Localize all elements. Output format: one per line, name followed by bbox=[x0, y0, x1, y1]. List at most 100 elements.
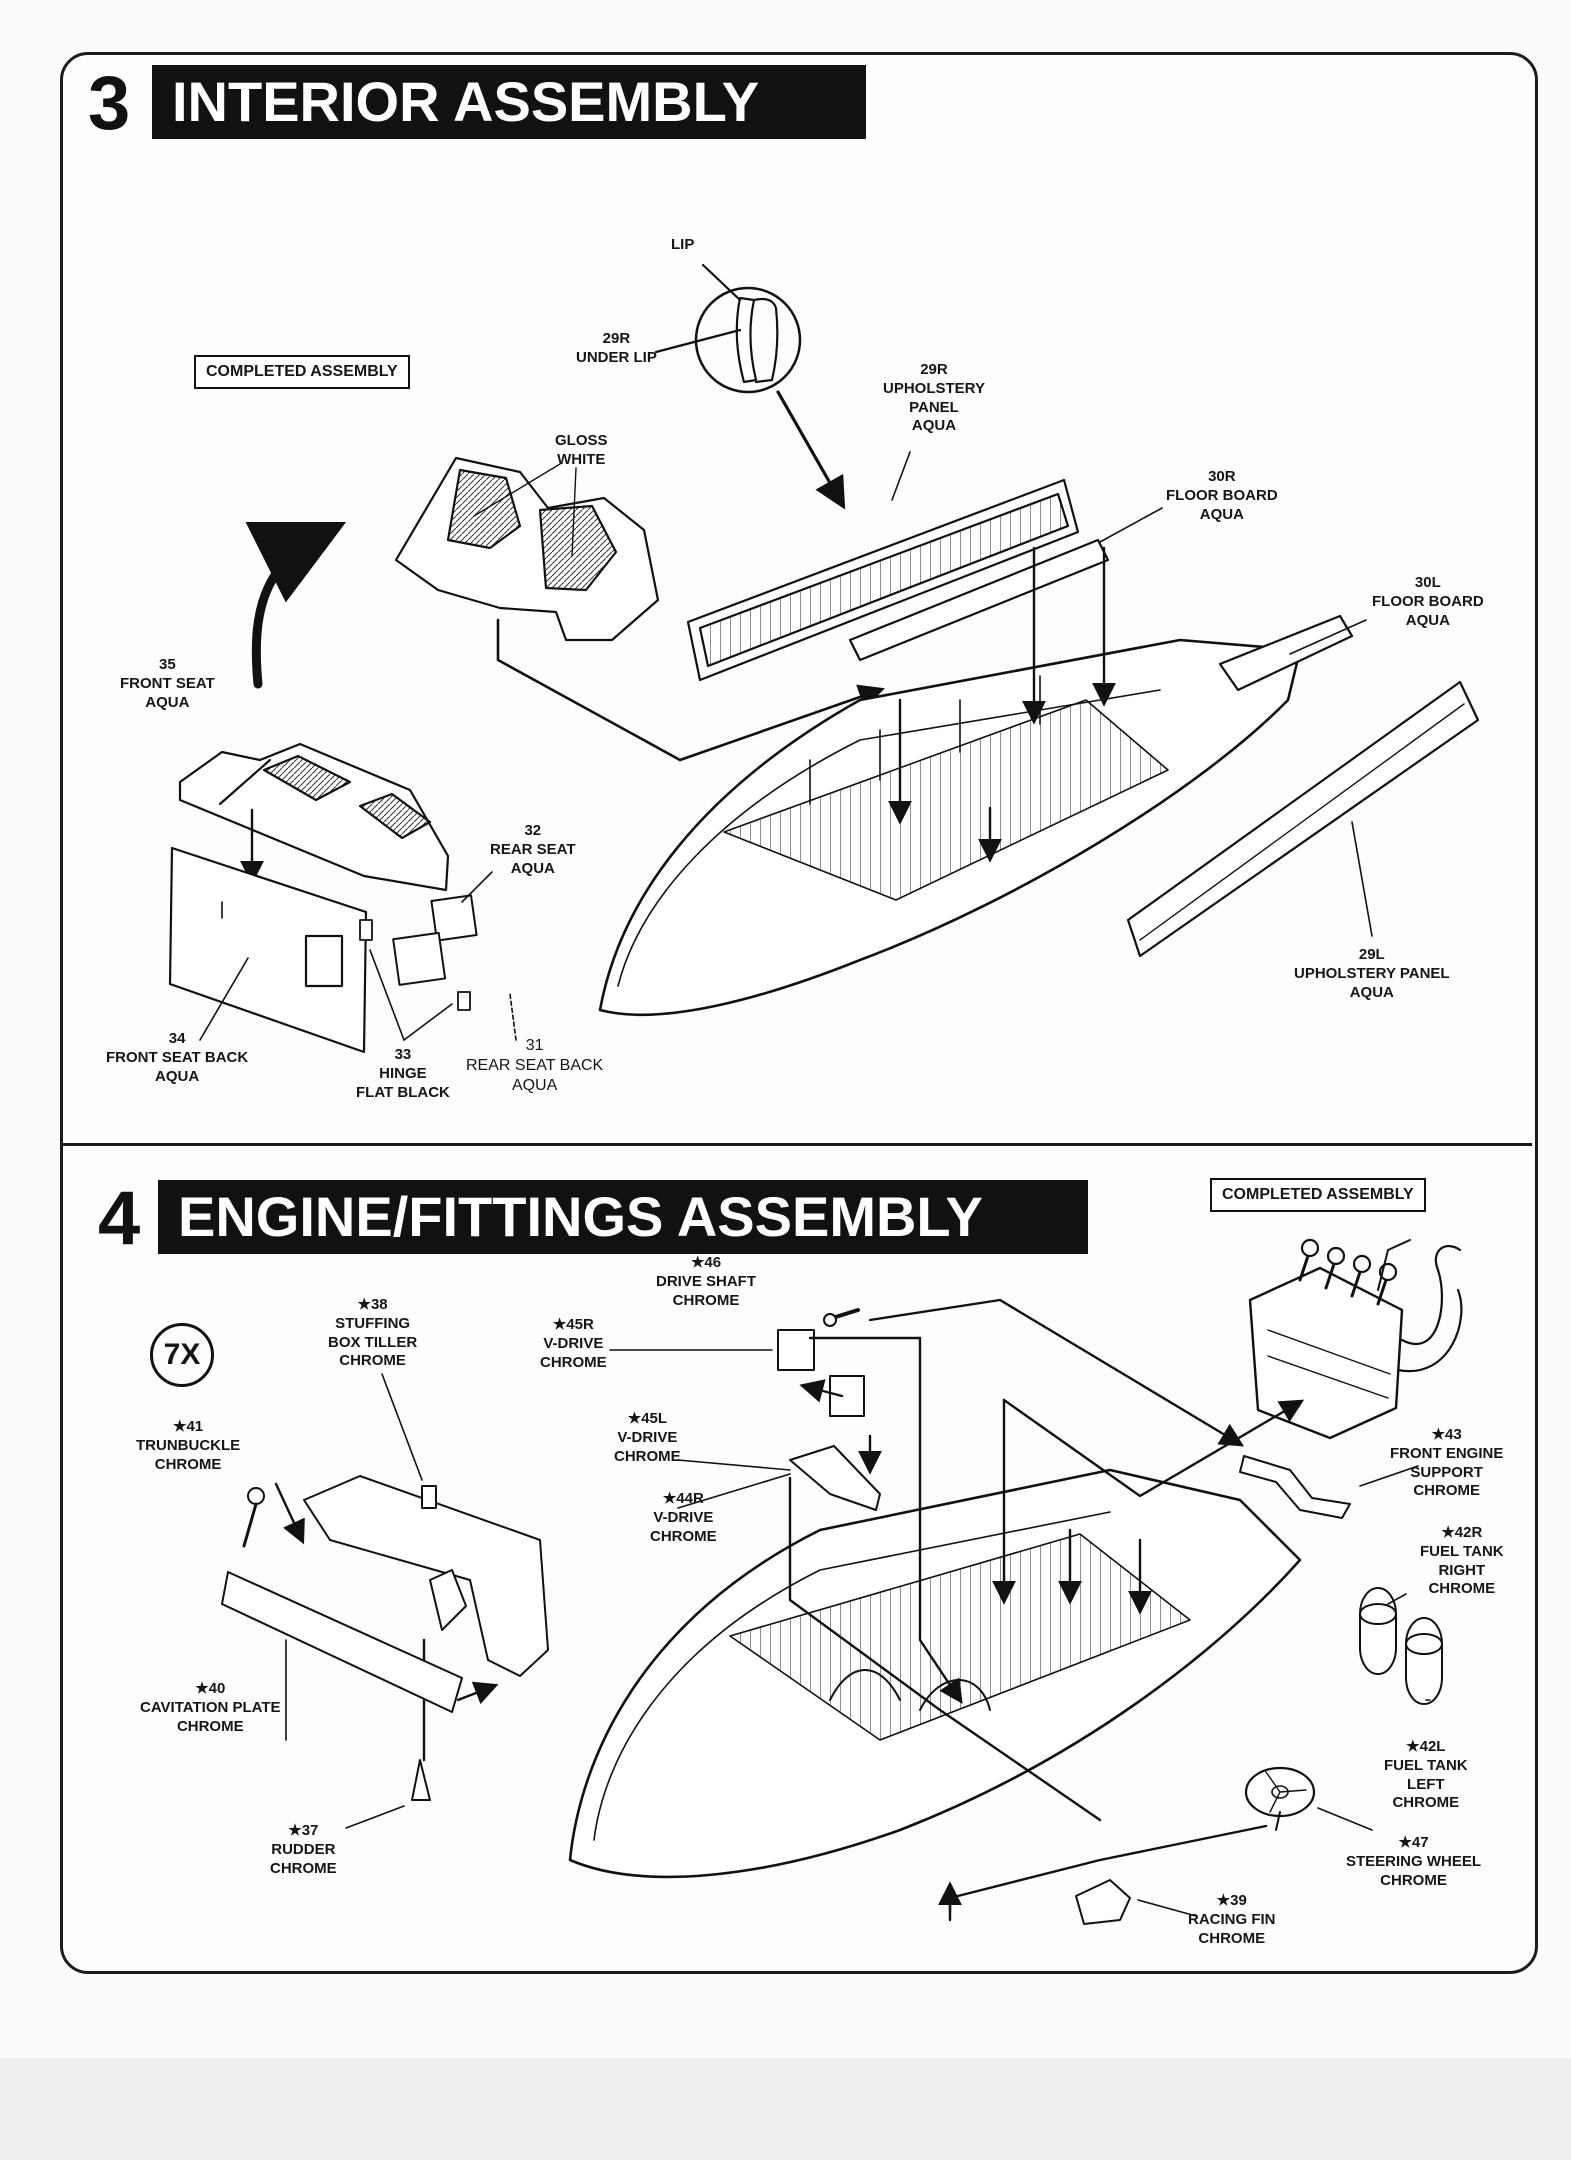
label-lip: LIP bbox=[671, 236, 694, 255]
label-30r-line-3: AQUA bbox=[1199, 505, 1244, 523]
label-42l: ★42L FUEL TANK LEFT CHROME bbox=[1384, 1738, 1468, 1813]
label-gloss-white-line-2: WHITE bbox=[557, 450, 606, 468]
label-29r-under-lip: 29R UNDER LIP bbox=[576, 330, 657, 368]
label-30l-line-2: FLOOR BOARD bbox=[1372, 592, 1484, 610]
label-35-line-1: 35 bbox=[159, 656, 176, 673]
label-45l-line-2: V-DRIVE bbox=[617, 1428, 678, 1446]
label-46-line-2: DRIVE SHAFT bbox=[656, 1272, 757, 1290]
label-29l-line-3: AQUA bbox=[1349, 983, 1394, 1001]
label-31: 31 REAR SEAT BACK AQUA bbox=[466, 1036, 603, 1096]
label-47-line-2: STEERING WHEEL bbox=[1346, 1852, 1482, 1870]
label-29r-under-lip-line-1: 29R bbox=[602, 330, 631, 347]
label-38-line-3: BOX TILLER bbox=[328, 1333, 418, 1351]
label-34-line-3: AQUA bbox=[155, 1067, 200, 1085]
label-34-line-1: 34 bbox=[168, 1030, 186, 1047]
label-38-line-4: CHROME bbox=[339, 1352, 406, 1370]
label-37-line-3: CHROME bbox=[270, 1859, 337, 1877]
label-38: ★38 STUFFING BOX TILLER CHROME bbox=[328, 1296, 417, 1371]
section-divider bbox=[63, 1143, 1532, 1146]
label-29l-line-2: UPHOLSTERY PANEL bbox=[1294, 964, 1450, 982]
label-39: ★39 RACING FIN CHROME bbox=[1188, 1892, 1276, 1948]
label-42r-line-3: RIGHT bbox=[1438, 1561, 1486, 1579]
label-42r-line-1: ★42R bbox=[1441, 1524, 1483, 1541]
label-29r-upholstery-line-4: AQUA bbox=[911, 417, 957, 435]
label-42l-line-3: LEFT bbox=[1407, 1775, 1445, 1793]
label-32-line-2: REAR SEAT bbox=[490, 840, 576, 858]
quantity-7x-badge: 7X bbox=[150, 1323, 214, 1387]
label-43-line-2: FRONT ENGINE bbox=[1390, 1444, 1504, 1462]
label-34-line-2: FRONT SEAT BACK bbox=[106, 1048, 249, 1066]
label-44r-line-2: V-DRIVE bbox=[653, 1508, 714, 1526]
label-44r-line-1: ★44R bbox=[662, 1490, 704, 1507]
label-45r-line-1: ★45R bbox=[552, 1316, 594, 1333]
engine-block bbox=[1248, 1238, 1463, 1440]
label-44r: ★44R V-DRIVE CHROME bbox=[650, 1490, 717, 1546]
label-46-line-1: ★46 bbox=[690, 1254, 722, 1271]
step-4-title: ENGINE/FITTINGS ASSEMBLY bbox=[158, 1180, 1088, 1254]
label-42l-line-4: CHROME bbox=[1392, 1794, 1460, 1812]
label-33-line-3: FLAT BLACK bbox=[356, 1083, 450, 1101]
label-41-line-2: TRUNBUCKLE bbox=[136, 1436, 241, 1454]
label-32-line-1: 32 bbox=[524, 822, 542, 839]
label-31-line-2: REAR SEAT BACK bbox=[466, 1057, 604, 1074]
fuel-tank-right bbox=[1359, 1587, 1397, 1675]
label-29r-upholstery-line-3: PANEL bbox=[909, 398, 959, 416]
label-30l-line-3: AQUA bbox=[1405, 611, 1450, 629]
label-31-line-3: AQUA bbox=[511, 1077, 558, 1094]
lip-detail-view bbox=[654, 263, 802, 394]
label-45r-line-2: V-DRIVE bbox=[543, 1334, 604, 1352]
label-29r-under-lip-line-2: UNDER LIP bbox=[576, 348, 657, 366]
label-45l-line-1: ★45L bbox=[627, 1410, 667, 1427]
step-3-number: 3 bbox=[88, 61, 131, 146]
label-42r-line-4: CHROME bbox=[1428, 1580, 1496, 1598]
label-44r-line-3: CHROME bbox=[650, 1527, 717, 1545]
front-seat-35 bbox=[178, 742, 450, 892]
step-3-title: INTERIOR ASSEMBLY bbox=[152, 65, 866, 139]
label-31-line-1: 31 bbox=[525, 1037, 544, 1054]
label-gloss-white: GLOSS WHITE bbox=[555, 432, 608, 470]
label-45r: ★45R V-DRIVE CHROME bbox=[540, 1316, 607, 1372]
label-33-line-2: HINGE bbox=[379, 1064, 427, 1082]
label-47-line-3: CHROME bbox=[1380, 1871, 1447, 1889]
label-45l-line-3: CHROME bbox=[614, 1447, 681, 1465]
label-30r: 30R FLOOR BOARD AQUA bbox=[1166, 468, 1278, 524]
label-35-line-2: FRONT SEAT bbox=[120, 674, 215, 692]
steering-wheel-47 bbox=[1244, 1766, 1316, 1831]
upholstery-panel-29l bbox=[1126, 680, 1480, 958]
label-29r-upholstery-line-1: 29R bbox=[920, 361, 948, 378]
boat-hull-section-3 bbox=[598, 614, 1354, 1017]
label-38-line-2: STUFFING bbox=[335, 1314, 411, 1332]
floor-board-30r bbox=[848, 507, 1163, 662]
label-32: 32 REAR SEAT AQUA bbox=[490, 822, 576, 878]
label-40-line-1: ★40 bbox=[195, 1680, 226, 1697]
front-seat-back-34 bbox=[168, 846, 368, 1054]
label-42r-line-2: FUEL TANK bbox=[1420, 1542, 1504, 1560]
label-29l-line-1: 29L bbox=[1358, 946, 1385, 963]
label-33-line-1: 33 bbox=[394, 1046, 412, 1063]
label-32-line-3: AQUA bbox=[510, 859, 555, 877]
label-47-line-1: ★47 bbox=[1398, 1834, 1429, 1851]
upholstery-panel-29r bbox=[686, 451, 1080, 682]
label-45l: ★45L V-DRIVE CHROME bbox=[614, 1410, 681, 1466]
completed-assembly-label-3: COMPLETED ASSEMBLY bbox=[194, 355, 410, 389]
label-37: ★37 RUDDER CHROME bbox=[270, 1822, 337, 1878]
label-42l-line-1: ★42L bbox=[1406, 1738, 1446, 1755]
label-42l-line-2: FUEL TANK bbox=[1384, 1756, 1468, 1774]
fuel-tank-left bbox=[1405, 1617, 1443, 1705]
page-bottom-band bbox=[0, 2058, 1571, 2160]
label-gloss-white-line-1: GLOSS bbox=[555, 432, 608, 449]
label-47: ★47 STEERING WHEEL CHROME bbox=[1346, 1834, 1481, 1890]
label-39-line-3: CHROME bbox=[1198, 1929, 1266, 1947]
label-37-line-2: RUDDER bbox=[271, 1840, 336, 1858]
label-37-line-1: ★37 bbox=[288, 1822, 319, 1839]
label-30r-line-1: 30R bbox=[1208, 468, 1236, 485]
label-41-line-3: CHROME bbox=[154, 1455, 222, 1473]
label-46: ★46 DRIVE SHAFT CHROME bbox=[656, 1254, 756, 1310]
step-4-number: 4 bbox=[98, 1176, 141, 1261]
label-39-line-2: RACING FIN bbox=[1188, 1910, 1276, 1928]
label-38-line-1: ★38 bbox=[357, 1296, 388, 1313]
label-43-line-3: SUPPORT bbox=[1410, 1463, 1483, 1481]
label-43-line-1: ★43 bbox=[1431, 1426, 1462, 1443]
label-34: 34 FRONT SEAT BACK AQUA bbox=[106, 1030, 248, 1086]
